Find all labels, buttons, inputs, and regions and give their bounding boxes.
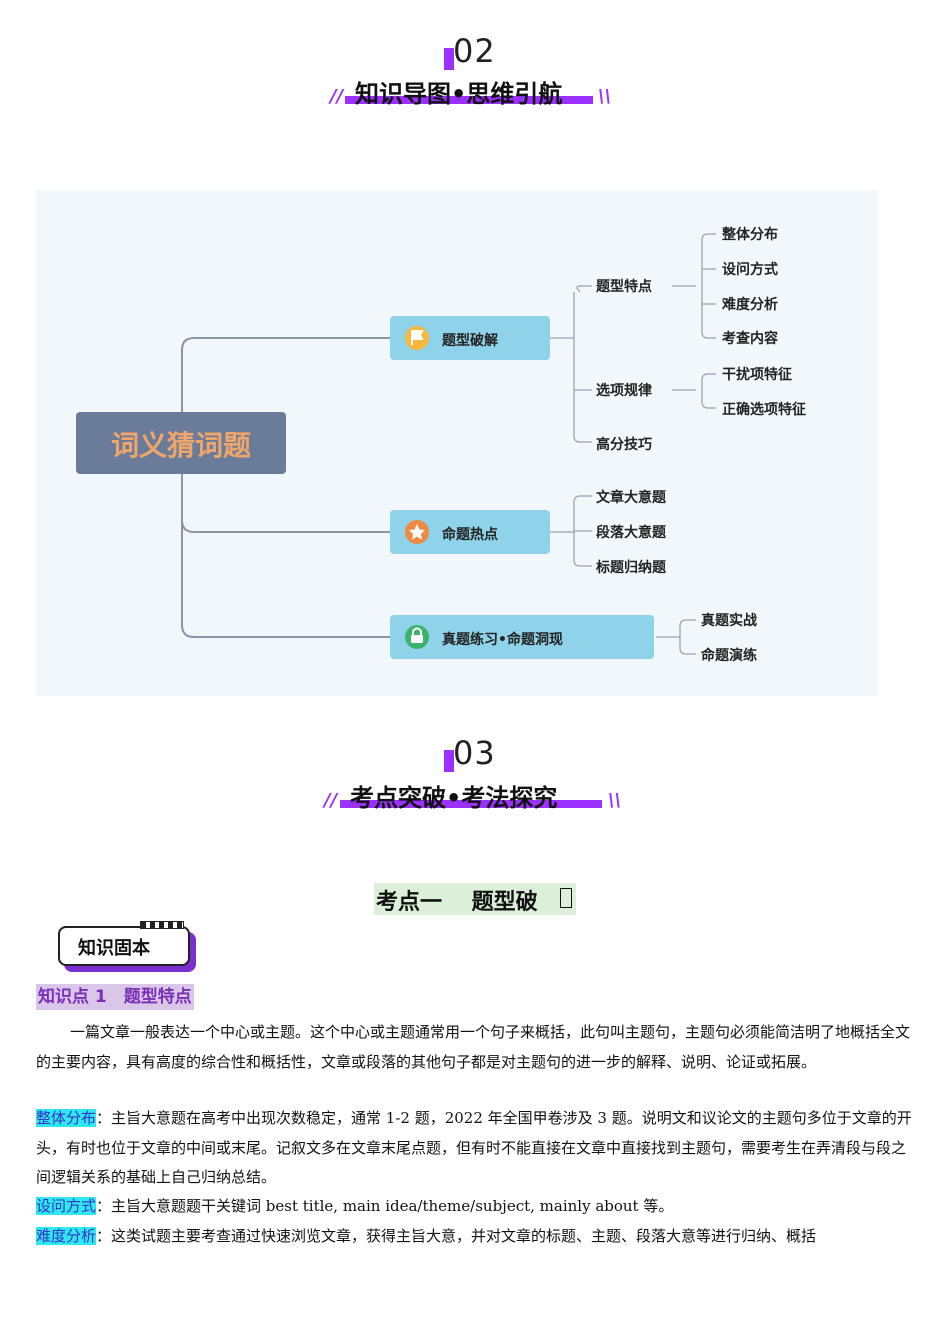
shewen-label: 设问方式 bbox=[36, 1197, 97, 1215]
shewen-text: ：主旨大意题题干关键词 best title, main idea/theme/… bbox=[96, 1197, 674, 1215]
sub-node-wenzhang: 文章大意题 bbox=[596, 489, 667, 506]
title-underline-band bbox=[345, 96, 593, 104]
slash-decoration-right: \\ bbox=[598, 86, 612, 107]
branch-label: 命题热点 bbox=[441, 526, 498, 543]
kaodian-title: 考点一 题型破 bbox=[376, 890, 538, 915]
branch-label: 题型破解 bbox=[442, 332, 498, 349]
section-title: 知识导图•思维引航 bbox=[355, 80, 563, 108]
link-root-branch3 bbox=[181, 474, 390, 638]
link-root-branch1 bbox=[181, 337, 390, 412]
leaf-node-shewen: 设问方式 bbox=[722, 261, 778, 278]
number-accent-bar bbox=[444, 48, 454, 70]
slash-decoration-left: // bbox=[324, 790, 338, 811]
branch-label: 真题练习•命题洞现 bbox=[442, 631, 563, 648]
branch-node-mingtiredian: 命题热点 bbox=[390, 510, 550, 554]
root-node: 词义猜词题 bbox=[76, 412, 286, 474]
leaf-node-zhengti: 整体分布 bbox=[721, 226, 778, 243]
sub-node-mingti: 命题演练 bbox=[700, 647, 757, 664]
root-label: 词义猜词题 bbox=[111, 429, 251, 462]
missing-glyph-box bbox=[560, 888, 572, 908]
leaf-node-kaocha: 考查内容 bbox=[722, 330, 778, 347]
sub-node-zhenti: 真题实战 bbox=[701, 612, 757, 629]
intro-paragraph: 一篇文章一般表达一个中心或主题。这个中心或主题通常用一个句子来概括，此句叫主题句… bbox=[36, 1023, 911, 1071]
section-number: 02 bbox=[453, 32, 496, 70]
badge-stripe-decoration bbox=[140, 921, 184, 929]
mind-map-canvas: 词义猜词题 题型破解 命题热点 真题练习•命题洞现 题型特点 选项规律 高分技巧 bbox=[76, 226, 806, 664]
zhengti-paragraph: 整体分布：主旨大意题在高考中出现次数稳定，通常 1-2 题，2022 年全国甲卷… bbox=[36, 1104, 914, 1193]
leaf-node-nandu: 难度分析 bbox=[721, 296, 778, 313]
nandu-label: 难度分析 bbox=[36, 1227, 97, 1245]
zhengti-label: 整体分布 bbox=[36, 1109, 97, 1127]
mind-map: 词义猜词题 题型破解 命题热点 真题练习•命题洞现 题型特点 选项规律 高分技巧 bbox=[36, 190, 878, 696]
leaf-node-zhengque: 正确选项特征 bbox=[722, 401, 806, 418]
nandu-text: ：这类试题主要考查通过快速浏览文章，获得主旨大意，并对文章的标题、主题、段落大意… bbox=[96, 1227, 817, 1245]
sub-node-tixingtedian: 题型特点 bbox=[596, 278, 652, 295]
zhengti-text: ：主旨大意题在高考中出现次数稳定，通常 1-2 题，2022 年全国甲卷涉及 3… bbox=[36, 1109, 912, 1186]
branch-node-zhentilianxi: 真题练习•命题洞现 bbox=[390, 615, 654, 659]
slash-decoration-left: // bbox=[330, 86, 344, 107]
kaodian-title-bg bbox=[374, 883, 576, 915]
shewen-paragraph: 设问方式：主旨大意题题干关键词 best title, main idea/th… bbox=[36, 1192, 914, 1222]
badge-label: 知识固本 bbox=[78, 938, 150, 959]
leaf-node-ganrao: 干扰项特征 bbox=[722, 366, 792, 383]
number-accent-bar bbox=[444, 750, 454, 772]
nandu-paragraph: 难度分析：这类试题主要考查通过快速浏览文章，获得主旨大意，并对文章的标题、主题、… bbox=[36, 1222, 914, 1252]
slash-decoration-right: \\ bbox=[608, 790, 622, 811]
sub-node-duanluo: 段落大意题 bbox=[596, 524, 667, 541]
sub-node-xuanxiangguilv: 选项规律 bbox=[596, 382, 652, 399]
section-title: 考点突破•考法探究 bbox=[350, 784, 558, 812]
zhishidian-label: 知识点 1 题型特点 bbox=[36, 984, 194, 1010]
title-underline-band bbox=[340, 800, 602, 808]
branch-node-tixingpojie: 题型破解 bbox=[390, 316, 550, 360]
section-number: 03 bbox=[453, 734, 496, 772]
sub-node-gaofenjiqiao: 高分技巧 bbox=[596, 436, 652, 453]
link-root-branch2 bbox=[181, 474, 390, 533]
sub-node-biaoti: 标题归纳题 bbox=[595, 559, 667, 576]
